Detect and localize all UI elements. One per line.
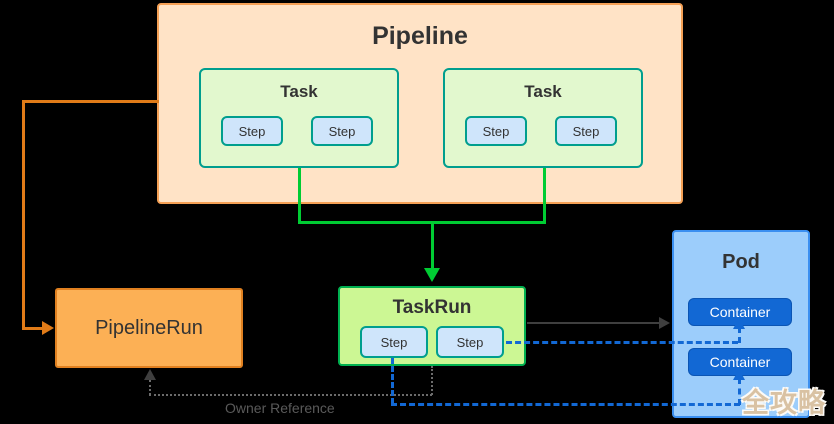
arrowhead-ownerref-gray-icon [144, 369, 156, 380]
edge-step1-to-container2 [391, 403, 740, 406]
task-1-step-2[interactable]: Step [311, 116, 373, 146]
edge-pipeline-left-top [22, 100, 159, 103]
taskrun-title: TaskRun [392, 297, 472, 318]
edge-pipeline-left-down [22, 100, 25, 329]
edge-pipeline-to-pipelinerun [22, 327, 44, 330]
edge-ownerref-up-to-pipelinerun [149, 380, 151, 395]
pipeline-title: Pipeline [372, 22, 468, 50]
pipelinerun-box[interactable]: PipelineRun [55, 288, 243, 368]
edge-container1-up [738, 327, 741, 343]
taskrun-step-1[interactable]: Step [360, 326, 428, 358]
edge-ownerref-taskrun-down [431, 366, 433, 395]
edge-task-merge-bar [298, 221, 546, 224]
arrowhead-container2-blue-icon [733, 369, 745, 380]
edge-container2-up [738, 378, 741, 405]
arrowhead-pod-gray-icon [659, 317, 670, 329]
edge-step1-down [391, 358, 394, 404]
edge-taskrun-to-pod [527, 322, 660, 324]
pod-title: Pod [722, 251, 760, 273]
task-2-step-2[interactable]: Step [555, 116, 617, 146]
owner-reference-label: Owner Reference [225, 400, 335, 416]
edge-task2-down [543, 168, 546, 224]
edge-merge-to-taskrun [431, 221, 434, 269]
arrowhead-taskrun-green-icon [424, 268, 440, 282]
task-2-step-1[interactable]: Step [465, 116, 527, 146]
taskrun-step-2[interactable]: Step [436, 326, 504, 358]
task-1-title: Task [280, 82, 318, 101]
edge-step2-to-container1 [506, 341, 738, 344]
task-2-title: Task [524, 82, 562, 101]
edge-task1-down [298, 168, 301, 224]
edge-ownerref-horizontal [149, 394, 432, 396]
task-1-step-1[interactable]: Step [221, 116, 283, 146]
arrowhead-container1-blue-icon [733, 318, 745, 329]
watermark-text: 全攻略 [742, 388, 826, 419]
arrowhead-pipelinerun-orange-icon [42, 321, 54, 335]
